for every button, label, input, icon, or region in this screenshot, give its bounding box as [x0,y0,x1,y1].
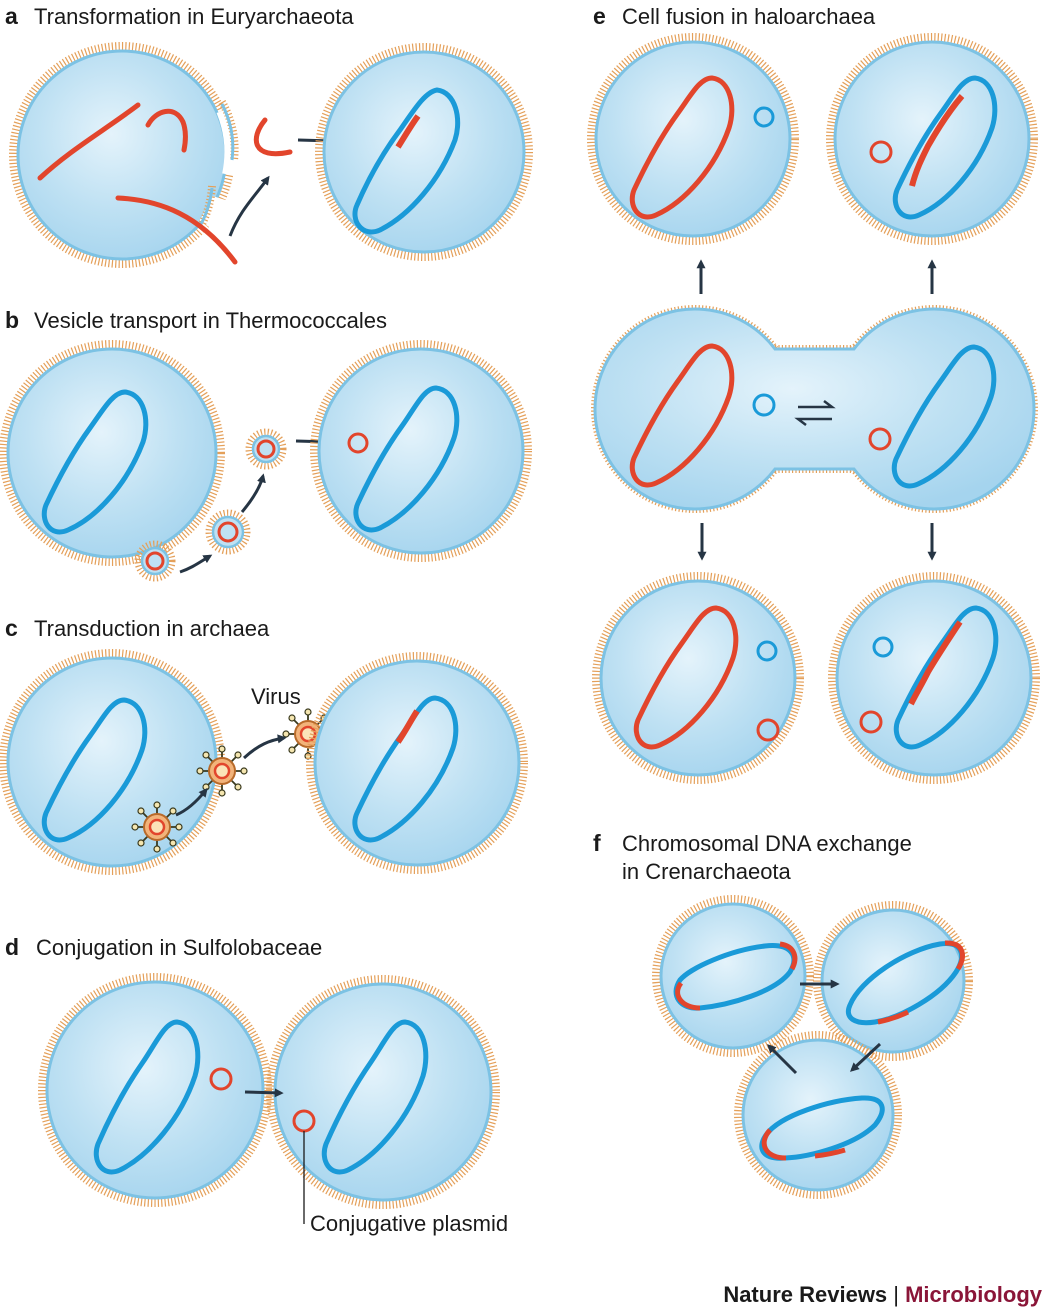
cell-f-left [652,895,814,1057]
conjugative-plasmid-label: Conjugative plasmid [310,1211,508,1236]
chromosome [891,344,997,489]
panel-e-title: Cell fusion in haloarchaea [622,4,876,29]
chromosome [629,75,735,220]
chromosome [633,605,739,750]
plasmid [859,710,883,734]
chromosome [321,1019,429,1175]
chromosome [41,389,149,535]
arrow [244,1088,284,1098]
credit-separator: | [893,1282,905,1307]
chromosome [893,605,999,750]
panel-a-letter: a [5,3,18,29]
arrow [179,554,213,574]
cell-e-bottom-right [828,572,1040,784]
cell-e-bottom-left [592,572,804,784]
credit-journal: Nature Reviews [723,1282,893,1307]
vesicle [245,428,287,470]
dna-fragment [37,102,141,181]
plasmid [753,106,775,128]
arrow [242,734,287,760]
virus [196,745,248,797]
recombined-segment [814,1147,846,1159]
panel-b-title: Vesicle transport in Thermococcales [34,308,387,333]
arrow [767,1044,798,1075]
arrow [228,175,270,237]
panel-e-letter: e [593,3,606,29]
panel-b: b Vesicle transport in Thermococcales [0,307,532,582]
panel-f-letter: f [593,830,601,856]
cell-d-donor [38,973,272,1207]
arrow [240,473,266,513]
recombined-segment [395,114,421,149]
arrow [850,1042,882,1072]
virus [131,801,183,853]
cell-c-recipient [306,652,528,874]
dna-fragment [145,109,188,153]
cell-b-donor [0,340,225,566]
recombined-segment [395,709,420,744]
plasmid [752,393,776,417]
recombined-segment [779,941,798,971]
recombined-segment [761,1128,787,1161]
panel-f-title-line2: in Crenarchaeota [622,859,792,884]
plasmid [868,427,892,451]
cell-f-bottom [734,1031,902,1199]
panel-c-title: Transduction in archaea [34,616,270,641]
virus-label: Virus [251,684,301,709]
chromosome [353,385,460,533]
panel-f-title-line1: Chromosomal DNA exchange [622,831,912,856]
cell-d-recipient [266,975,500,1209]
cell-c-donor [0,649,225,875]
panel-d-letter: d [5,934,19,960]
cell-e-top-right [826,33,1038,245]
credit-section: Microbiology [905,1282,1043,1307]
chromosome [41,697,148,843]
chromosome [892,75,998,220]
plasmid [756,718,780,742]
cell-a-recipient [315,43,533,261]
dna-fragment [115,195,238,265]
fused-cells [591,305,1038,513]
recombined-segment [944,940,965,971]
recombined-segment [877,1009,910,1025]
plasmid [347,432,369,454]
panel-e: e Cell fusion in haloarchaea [587,3,1040,784]
plasmid [869,140,893,164]
chromosome [352,87,461,235]
panel-a: a Transformation in Euryarchaeota [5,3,533,268]
cell-a-donor [9,42,241,268]
dna-fragment-released [253,117,293,157]
panel-b-letter: b [5,307,19,333]
exchange-arrows [794,400,836,426]
plasmid [756,640,778,662]
plasmid [872,636,894,658]
plasmid [209,1067,233,1091]
panel-d-title: Conjugation in Sulfolobaceae [36,935,322,960]
cell-b-recipient [310,340,532,562]
panel-c: c Transduction in archaea [0,615,528,875]
recombined-segment [675,981,701,1011]
panel-a-title: Transformation in Euryarchaeota [34,4,354,29]
panel-f: f Chromosomal DNA exchange in Crenarchae… [593,830,973,1199]
cell-e-top-left [587,33,799,245]
cell-f-right [813,901,973,1061]
arrow [175,787,208,817]
recombined-segment [909,94,965,187]
recombined-segment [908,620,963,706]
panel-c-letter: c [5,615,18,641]
panel-d: d Conjugation in Sulfolobaceae Conjugati… [5,934,508,1236]
chromosome [629,343,735,488]
budding-vesicle [134,540,176,582]
chromosome [93,1019,201,1175]
vesicle [205,509,251,555]
journal-credit: Nature Reviews | Microbiology [723,1282,1042,1307]
chromosome [846,941,965,1026]
